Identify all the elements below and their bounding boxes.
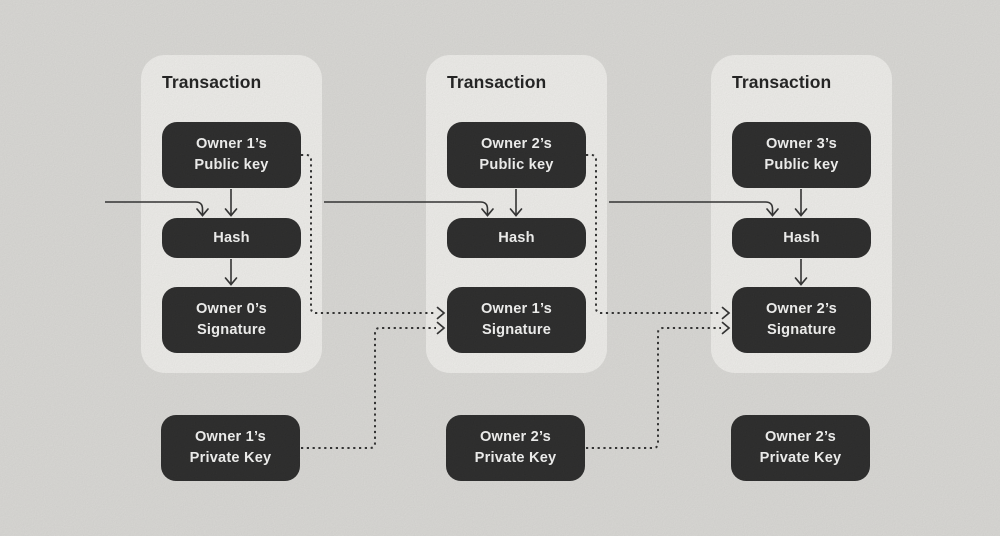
hash-label: Hash <box>783 229 820 246</box>
private-key-label-line2: Private Key <box>474 450 557 466</box>
transaction-title-1: Transaction <box>162 72 262 92</box>
hash-label: Hash <box>498 229 535 246</box>
signature-label-line1: Owner 0’s <box>195 301 267 317</box>
signature-box-2: Owner 1’s Signature <box>447 287 586 353</box>
signature-label-line2: Signature <box>766 322 837 338</box>
public-key-label-line2: Public key <box>479 157 554 173</box>
private-key-label-line1: Owner 2’s <box>764 429 836 445</box>
public-key-label-line1: Owner 2’s <box>480 136 552 152</box>
private-key-label-line1: Owner 2’s <box>479 429 551 445</box>
transaction-card-2: Transaction Owner 2’s Public key Hash Ow… <box>426 55 607 373</box>
public-key-box-1: Owner 1’s Public key <box>162 122 301 188</box>
public-key-label-line2: Public key <box>194 157 269 173</box>
private-key-label-line2: Private Key <box>189 450 272 466</box>
public-key-label-line1: Owner 1’s <box>195 136 267 152</box>
public-key-box-2: Owner 2’s Public key <box>447 122 586 188</box>
hash-box-2: Hash <box>447 218 586 258</box>
public-key-label-line2: Public key <box>764 157 839 173</box>
signature-label-line2: Signature <box>196 322 267 338</box>
transaction-title-3: Transaction <box>732 72 832 92</box>
signature-label-line1: Owner 1’s <box>480 301 552 317</box>
public-key-box-3: Owner 3’s Public key <box>732 122 871 188</box>
signature-label-line2: Signature <box>481 322 552 338</box>
hash-box-3: Hash <box>732 218 871 258</box>
transaction-title-2: Transaction <box>447 72 547 92</box>
signature-box-1: Owner 0’s Signature <box>162 287 301 353</box>
transaction-card-1: Transaction Owner 1’s Public key Hash Ow… <box>141 55 322 373</box>
transaction-card-3: Transaction Owner 3’s Public key Hash Ow… <box>711 55 892 373</box>
signature-label-line1: Owner 2’s <box>765 301 837 317</box>
hash-box-1: Hash <box>162 218 301 258</box>
hash-label: Hash <box>213 229 250 246</box>
private-key-label-line1: Owner 1’s <box>194 429 266 445</box>
private-key-box-3: Owner 2’s Private Key <box>731 415 870 481</box>
private-key-label-line2: Private Key <box>759 450 842 466</box>
private-key-box-1: Owner 1’s Private Key <box>161 415 300 481</box>
signature-box-3: Owner 2’s Signature <box>732 287 871 353</box>
public-key-label-line1: Owner 3’s <box>765 136 837 152</box>
private-key-box-2: Owner 2’s Private Key <box>446 415 585 481</box>
